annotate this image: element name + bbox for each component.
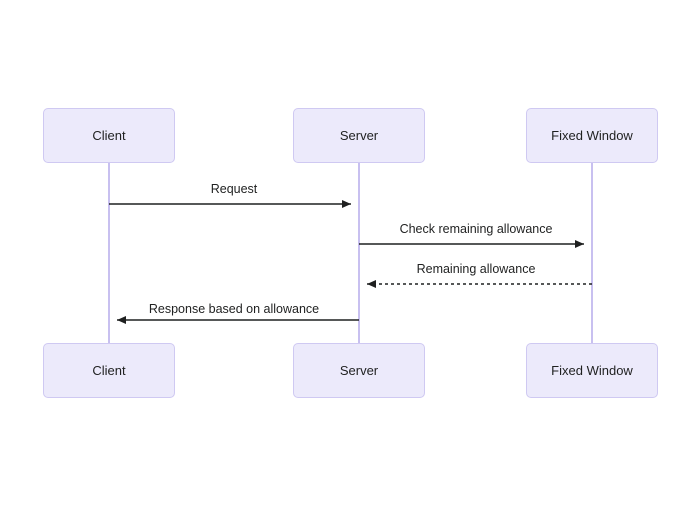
message-label-response-based-on-allowance: Response based on allowance (148, 302, 320, 316)
message-label-check-remaining-allowance: Check remaining allowance (399, 222, 553, 236)
actor-box-client-top[interactable]: Client (43, 108, 175, 163)
lifelines (108, 163, 593, 343)
actor-box-fixed-window-top[interactable]: Fixed Window (526, 108, 658, 163)
actor-label-client-bottom: Client (92, 363, 126, 378)
actor-box-fixed-window-bottom[interactable]: Fixed Window (526, 343, 658, 398)
actor-label-server-bottom: Server (339, 363, 379, 378)
actor-label-client-top: Client (92, 128, 126, 143)
actor-box-client-bottom[interactable]: Client (43, 343, 175, 398)
message-label-remaining-allowance: Remaining allowance (416, 262, 536, 276)
actor-label-server-top: Server (339, 128, 379, 143)
actor-box-server-top[interactable]: Server (293, 108, 425, 163)
actor-label-fixed-window-top: Fixed Window (551, 128, 633, 143)
message-arrows (109, 200, 592, 324)
actor-box-server-bottom[interactable]: Server (293, 343, 425, 398)
message-label-request: Request (210, 182, 258, 196)
actor-label-fixed-window-bottom: Fixed Window (551, 363, 633, 378)
